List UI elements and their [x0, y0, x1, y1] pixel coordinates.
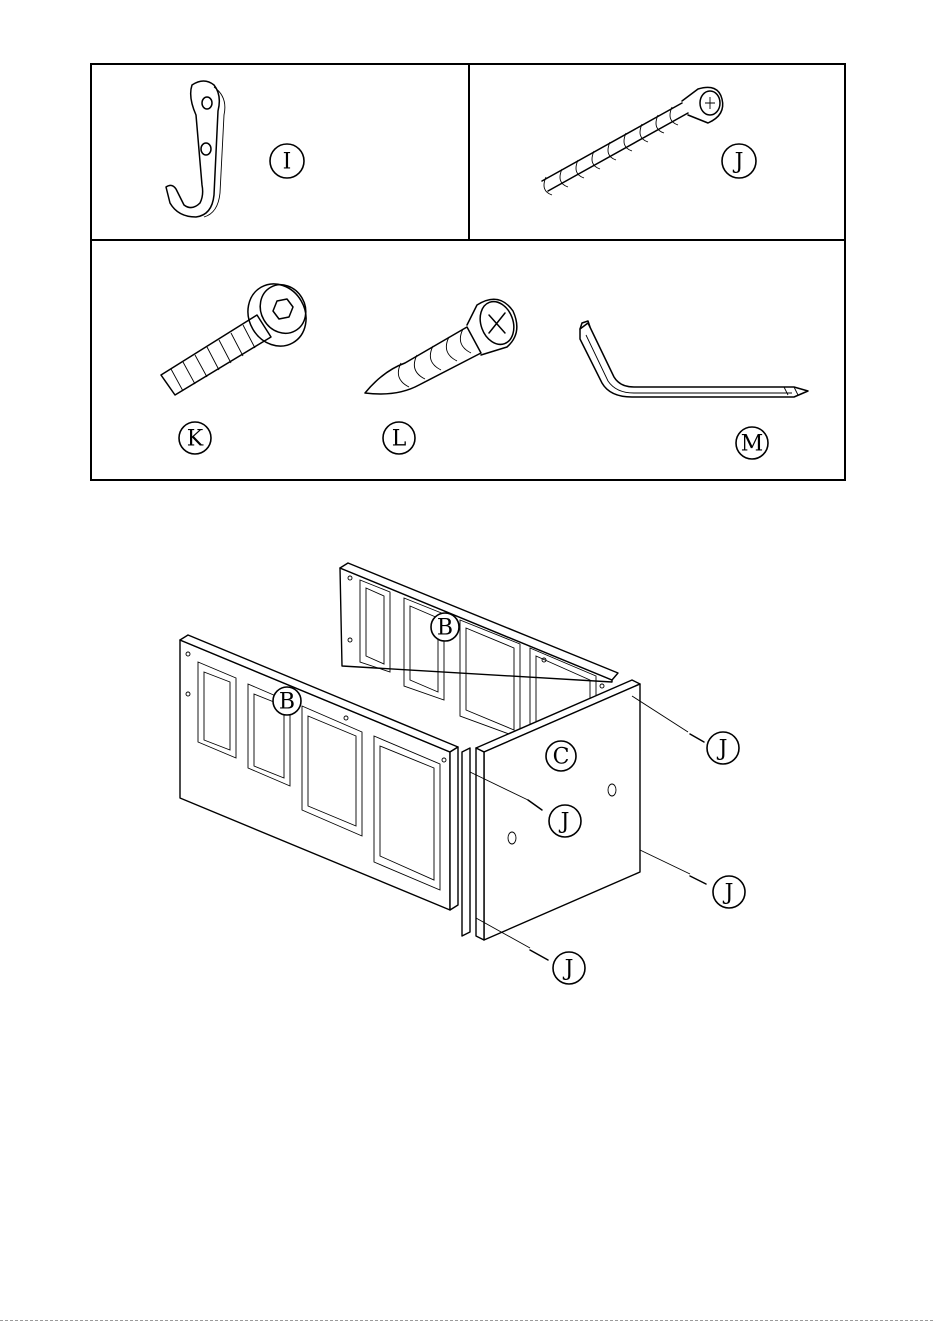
- front-side-panel: [180, 635, 458, 910]
- end-panel-label: C: [553, 745, 570, 770]
- screw-label-4: J: [563, 957, 574, 982]
- screw-j-upper-right: [632, 696, 704, 742]
- front-panel-label: B: [279, 690, 295, 715]
- back-panel-label: B: [437, 616, 453, 641]
- screw-j-lower-right: [640, 850, 706, 884]
- screw-label-2: J: [559, 810, 570, 835]
- screw-label-3: J: [723, 881, 734, 906]
- screw-label-1: J: [717, 737, 728, 762]
- page-edge-dashes: [0, 1320, 933, 1321]
